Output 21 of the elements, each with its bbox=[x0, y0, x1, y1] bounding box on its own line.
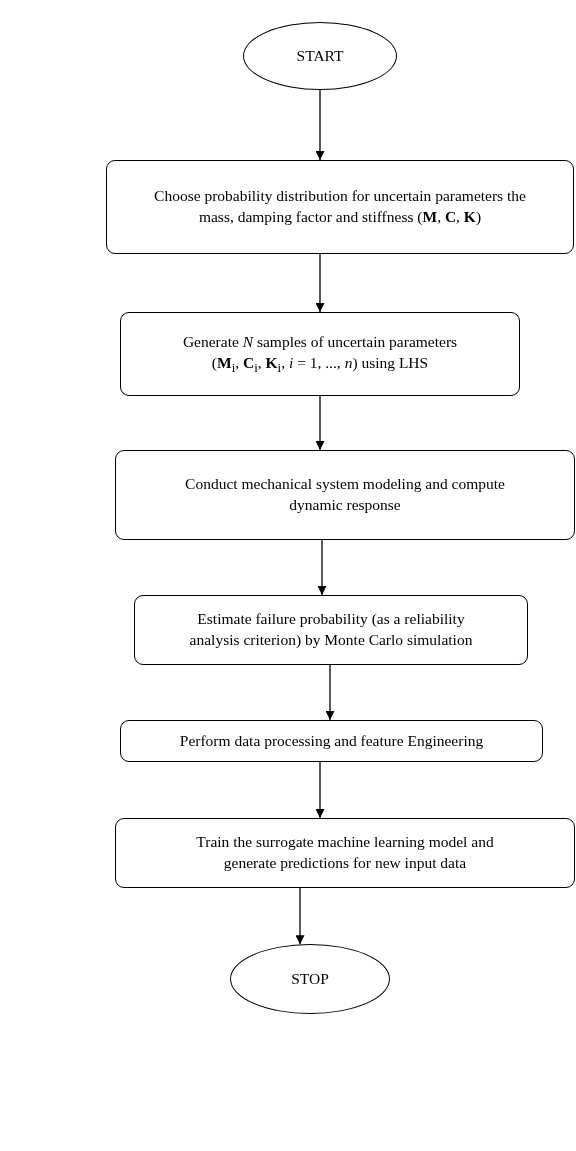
process-box bbox=[120, 312, 520, 396]
process-box bbox=[106, 160, 574, 254]
step-text: Conduct mechanical system modeling and compute dynamic response bbox=[184, 474, 506, 515]
process-box bbox=[115, 818, 575, 888]
step-text: Estimate failure probability (as a reliability analysis criterion) by Monte Carlo simulation bbox=[188, 609, 474, 650]
step-text: START bbox=[296, 45, 344, 66]
step-text: Generate N samples of uncertain parameters (M$_{i}$, C$_{i}$, K$_{i}$, i = 1, ..., n) using LHS bbox=[181, 331, 459, 377]
arrow bbox=[317, 539, 327, 596]
step-text: Perform data processing and feature Engineering bbox=[179, 730, 484, 751]
process-box bbox=[134, 595, 528, 665]
step-text: Train the surrogate machine learning model and generate predictions for new input data bbox=[195, 832, 495, 873]
step-text: STOP bbox=[291, 968, 329, 989]
arrow bbox=[295, 887, 305, 945]
arrow bbox=[325, 664, 335, 721]
arrow bbox=[315, 395, 325, 451]
arrow bbox=[315, 253, 325, 313]
process-box bbox=[115, 450, 575, 540]
arrow bbox=[315, 761, 325, 819]
process-box bbox=[120, 720, 543, 762]
arrow bbox=[315, 89, 325, 161]
step-text: Choose probability distribution for uncertain parameters the mass, damping factor and stiffness (M, C, K) bbox=[153, 186, 527, 227]
